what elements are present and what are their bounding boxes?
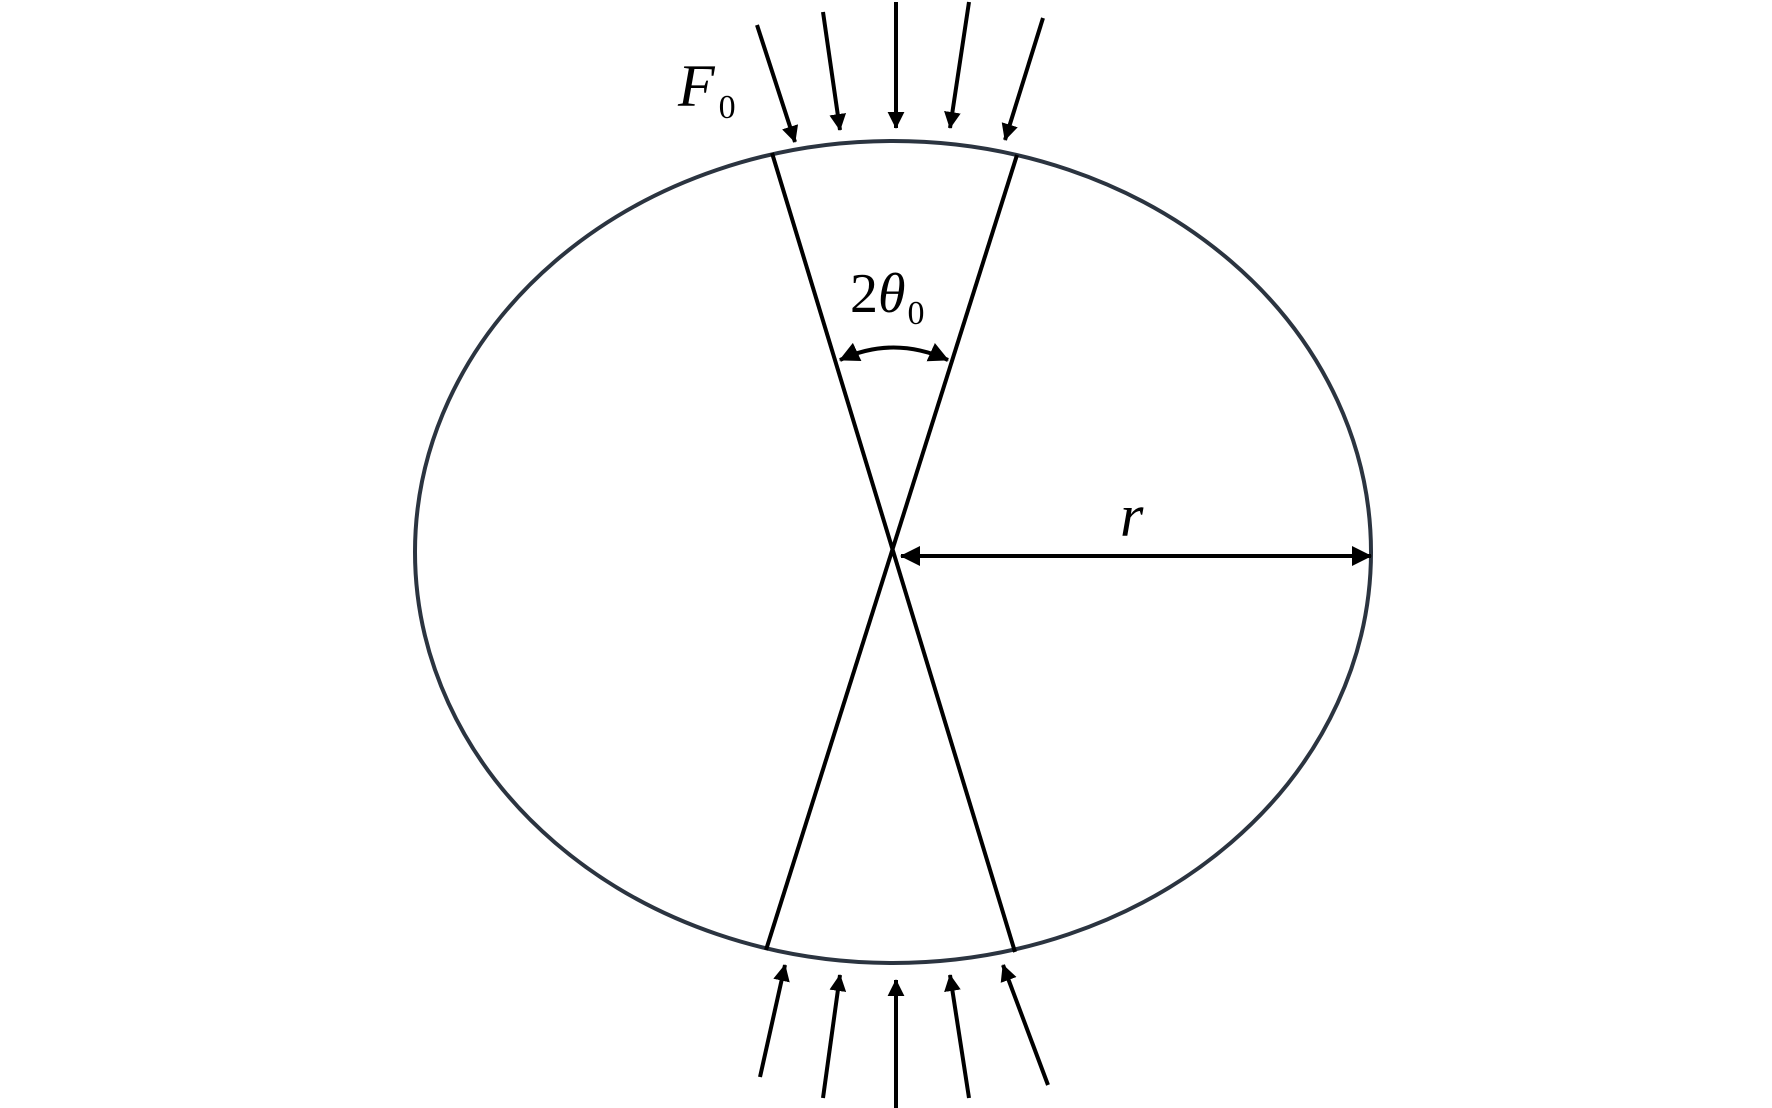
radius-symbol: r — [1120, 483, 1144, 549]
top-arrow-1 — [755, 24, 799, 143]
top-load-arrows — [755, 1, 1045, 143]
radius-label: r — [1120, 483, 1144, 549]
bottom-arrow-4 — [944, 974, 971, 1099]
bottom-arrow-1 — [758, 964, 790, 1078]
top-arrow-4 — [944, 1, 971, 129]
chord-line-right — [764, 154, 1019, 951]
angle-symbol: θ — [878, 263, 906, 325]
top-arrow-5 — [1001, 17, 1045, 141]
angle-arc — [839, 342, 949, 362]
bottom-arrow-2 — [821, 974, 847, 1099]
force-symbol: F — [677, 53, 716, 119]
bottom-load-arrows — [758, 964, 1050, 1108]
angle-label: 2θ0 — [850, 263, 925, 332]
bottom-arrow-5 — [1000, 964, 1050, 1086]
force-subscript: 0 — [719, 89, 736, 126]
top-arrow-2 — [821, 11, 847, 131]
angle-coefficient: 2 — [850, 263, 878, 325]
angle-subscript: 0 — [908, 295, 925, 332]
